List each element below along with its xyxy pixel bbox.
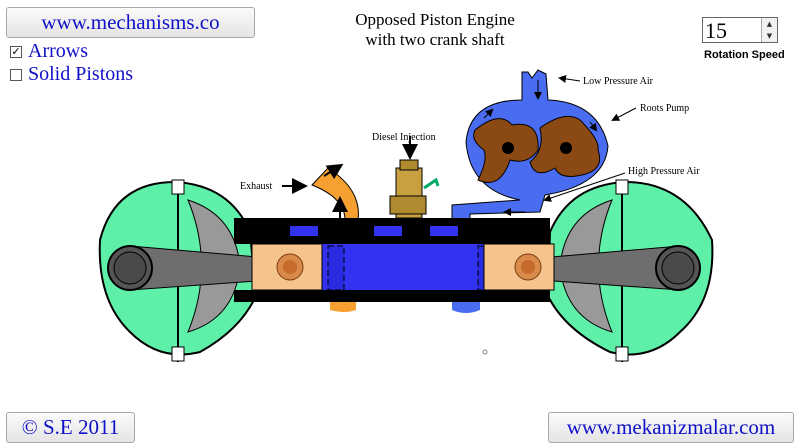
- arrows-checkbox-box[interactable]: ✓: [10, 44, 22, 58]
- mechanisms-link-button[interactable]: www.mechanisms.co: [6, 7, 255, 38]
- arrows-checkbox[interactable]: ✓ Arrows: [10, 40, 88, 63]
- rotation-speed-value[interactable]: 15: [705, 18, 727, 43]
- right-crankcase: [539, 179, 714, 362]
- rotation-speed-stepper[interactable]: 15 ▲ ▼: [702, 17, 778, 43]
- copyright-button[interactable]: © S.E 2011: [6, 412, 135, 443]
- decrement-button[interactable]: ▼: [761, 30, 777, 42]
- high-pressure-air-label: High Pressure Air: [628, 166, 700, 177]
- title-line-2: with two crank shaft: [365, 30, 505, 49]
- low-pressure-air-label: Low Pressure Air: [583, 76, 654, 87]
- rotation-speed-label: Rotation Speed: [704, 49, 785, 61]
- page-title: Opposed Piston Engine with two crank sha…: [300, 10, 570, 50]
- solid-pistons-checkbox-box[interactable]: [10, 68, 22, 81]
- cylinder-block: [234, 218, 555, 302]
- arrows-checkbox-label: Arrows: [28, 40, 88, 62]
- fuel-injector: [389, 136, 440, 219]
- solid-pistons-checkbox[interactable]: Solid Pistons: [10, 63, 133, 86]
- roots-pump-label: Roots Pump: [640, 103, 689, 114]
- left-crankcase: [98, 179, 271, 362]
- increment-button[interactable]: ▲: [761, 18, 777, 30]
- mekanizmalar-link-button[interactable]: www.mekanizmalar.com: [548, 412, 794, 443]
- solid-pistons-checkbox-label: Solid Pistons: [28, 63, 134, 85]
- exhaust-label: Exhaust: [240, 181, 272, 192]
- title-line-1: Opposed Piston Engine: [355, 10, 515, 29]
- diesel-injection-label: Diesel Injection: [372, 132, 436, 143]
